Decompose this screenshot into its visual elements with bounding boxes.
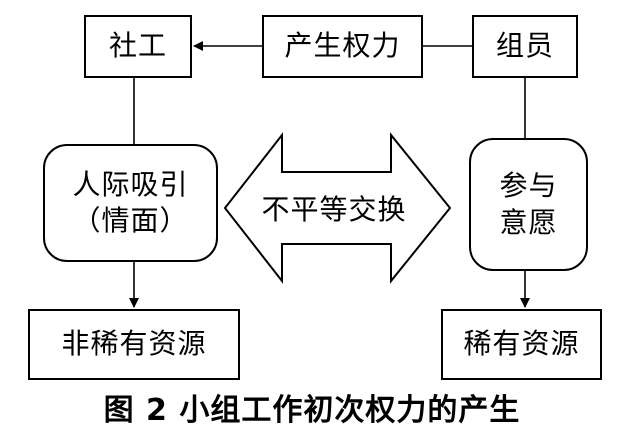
exchange-label: 不平等交换 [261, 193, 407, 226]
exchange-double-arrow [223, 132, 452, 284]
node-social-worker: 社工 [84, 15, 192, 78]
node-scarce-resources: 稀有资源 [441, 309, 602, 380]
node-participation-willingness: 参与 意愿 [469, 138, 588, 271]
node-interpersonal-attraction-line2: （情面） [72, 204, 189, 237]
node-non-scarce-resources-label: 非稀有资源 [61, 327, 207, 361]
node-generate-power: 产生权力 [262, 15, 423, 78]
node-participation-willingness-line1: 参与 [499, 169, 558, 203]
node-participation-willingness-line2: 意愿 [499, 205, 558, 239]
figure-caption: 图 2 小组工作初次权力的产生 [103, 393, 521, 428]
node-interpersonal-attraction: 人际吸引 （情面） [43, 144, 218, 262]
node-scarce-resources-label: 稀有资源 [463, 327, 580, 361]
node-group-member-label: 组员 [495, 29, 554, 63]
node-social-worker-label: 社工 [108, 29, 167, 63]
node-non-scarce-resources: 非稀有资源 [28, 309, 240, 380]
node-interpersonal-attraction-line1: 人际吸引 [72, 167, 189, 201]
node-group-member: 组员 [472, 15, 578, 78]
node-generate-power-label: 产生权力 [284, 29, 401, 63]
